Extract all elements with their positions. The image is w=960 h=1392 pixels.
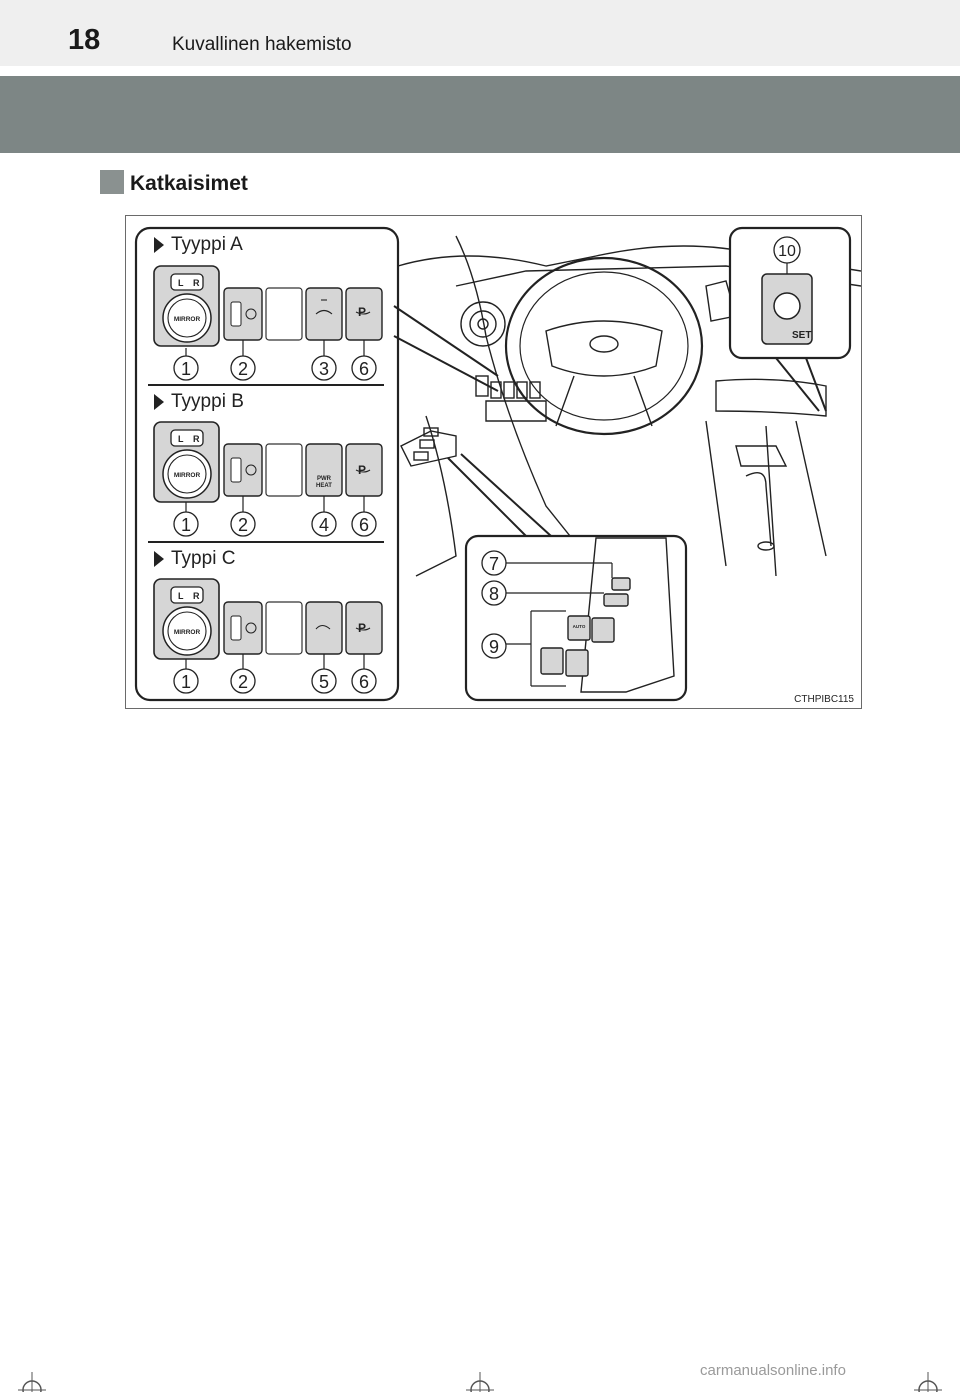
callout-7: 7 [489, 554, 499, 574]
type-b-label: Tyyppi B [171, 391, 244, 412]
figure-code: CTHPIBC115 [794, 694, 854, 705]
mirror-label-c: MIRROR [174, 629, 201, 636]
mirror-r-c: R [193, 591, 200, 601]
section-marker [100, 170, 124, 194]
callout-c6: 6 [359, 672, 369, 692]
callout-b1: 1 [181, 515, 191, 535]
callout-a6: 6 [359, 359, 369, 379]
callout-c2: 2 [238, 672, 248, 692]
callout-9: 9 [489, 637, 499, 657]
callout-b4: 4 [319, 515, 329, 535]
set-label: SET [792, 330, 811, 341]
heat-label: HEAT [316, 483, 332, 489]
callout-b2: 2 [238, 515, 248, 535]
callout-c1: 1 [181, 672, 191, 692]
auto-label: AUTO [573, 624, 586, 629]
header-band [0, 76, 960, 153]
type-c-group [153, 551, 383, 694]
registration-mark-left [18, 1372, 46, 1392]
callout-8: 8 [489, 584, 499, 604]
mirror-label-b: MIRROR [174, 472, 201, 479]
p-label-a: P [358, 305, 366, 319]
callout-a2: 2 [238, 359, 248, 379]
callout-10: 10 [778, 243, 796, 260]
car-interior-drawing [397, 235, 861, 577]
type-a-label: Tyyppi A [171, 234, 243, 255]
p-label-c: P [358, 621, 366, 635]
mirror-label-a: MIRROR [174, 316, 201, 323]
p-label-b: P [358, 463, 366, 477]
header-strip [0, 0, 960, 66]
registration-mark-center [466, 1372, 494, 1392]
window-switch-drawing [540, 537, 675, 693]
switches-illustration: Tyyppi A Tyyppi B Typpi C 1 2 3 6 1 2 4 … [134, 226, 861, 705]
callout-a1: 1 [181, 359, 191, 379]
callout-c5: 5 [319, 672, 329, 692]
callout-b6: 6 [359, 515, 369, 535]
pwr-label: PWR [317, 476, 332, 482]
callout-a3: 3 [319, 359, 329, 379]
mirror-l-c: L [178, 591, 184, 601]
header-title: Kuvallinen hakemisto [172, 34, 352, 55]
mirror-r-b: R [193, 434, 200, 444]
registration-mark-right [914, 1372, 942, 1392]
type-c-label: Typpi C [171, 548, 235, 569]
type-b-group [153, 394, 383, 537]
mirror-l-a: L [178, 278, 184, 288]
type-a-group [153, 237, 383, 381]
mirror-r-a: R [193, 278, 200, 288]
section-title: Katkaisimet [130, 172, 248, 195]
footer-watermark: carmanualsonline.info [700, 1362, 846, 1379]
switches-figure: Tyyppi A Tyyppi B Typpi C 1 2 3 6 1 2 4 … [125, 215, 862, 709]
mirror-l-b: L [178, 434, 184, 444]
page-number: 18 [68, 24, 101, 56]
